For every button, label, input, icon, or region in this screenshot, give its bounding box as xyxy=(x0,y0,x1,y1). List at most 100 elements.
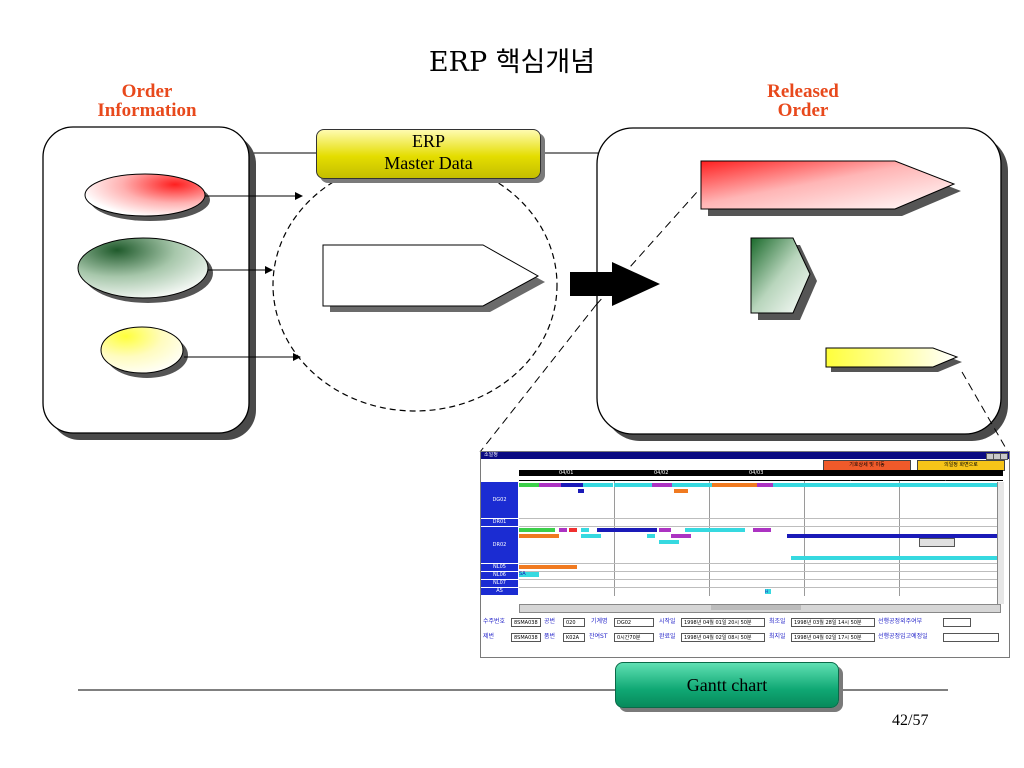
field-value[interactable] xyxy=(943,633,999,642)
field-label: 선행공정외주여부 xyxy=(878,618,923,625)
gantt-bar[interactable] xyxy=(519,483,539,487)
master-data-line2: Master Data xyxy=(384,153,473,173)
green-released-pentagon xyxy=(750,237,811,314)
gantt-gridline xyxy=(519,571,1003,572)
gantt-bar[interactable] xyxy=(659,540,679,544)
field-label: 수주번호 xyxy=(483,618,506,625)
green-order-ellipse xyxy=(77,237,209,299)
released-line2: Order xyxy=(777,100,829,121)
gantt-bar[interactable] xyxy=(787,534,1003,538)
order-info-line2: Information xyxy=(97,100,197,121)
field-label: 완료일 xyxy=(659,633,676,640)
gantt-bar[interactable] xyxy=(569,528,577,532)
gantt-window-title: 소일정 xyxy=(484,452,498,458)
gantt-chart-pill: Gantt chart xyxy=(615,662,839,708)
master-pentagon xyxy=(322,244,540,307)
field-value[interactable]: 1998년 04월 02일 08시 50분 xyxy=(681,633,765,642)
field-value[interactable]: 8SMA038 xyxy=(511,618,541,627)
field-value[interactable]: 8SMA038 xyxy=(511,633,541,642)
field-value[interactable]: K02A xyxy=(563,633,585,642)
red-released-pentagon xyxy=(700,160,956,210)
yellow-released-pentagon xyxy=(825,347,959,368)
field-value[interactable]: DG02 xyxy=(614,618,654,627)
gantt-bar[interactable] xyxy=(659,528,671,532)
field-label: 제번 xyxy=(483,633,495,640)
erp-master-data-pill: ERP Master Data xyxy=(316,129,541,179)
field-value[interactable]: 1998년 03월 28일 14시 50분 xyxy=(791,618,875,627)
gantt-row-label: NL05 xyxy=(481,564,518,572)
field-label: 잔여ST xyxy=(589,633,608,640)
gantt-bar[interactable]: H xyxy=(765,589,771,594)
field-label: 시작일 xyxy=(659,618,676,625)
gantt-row-label: NL07 xyxy=(481,580,518,588)
gantt-gridline xyxy=(519,579,1003,580)
field-label: 기계명 xyxy=(591,618,608,625)
gantt-bar[interactable] xyxy=(581,534,601,538)
gantt-bar[interactable] xyxy=(712,483,757,487)
field-value[interactable]: 1998년 04월 01일 20시 50분 xyxy=(681,618,765,627)
field-value[interactable]: 020 xyxy=(563,618,585,627)
gantt-bar[interactable] xyxy=(685,528,745,532)
red-order-ellipse xyxy=(84,173,206,217)
gantt-gridline xyxy=(709,481,710,596)
gantt-gridline xyxy=(519,563,1003,564)
released-order-label: Released Order xyxy=(733,82,873,120)
master-data-line1: ERP xyxy=(411,131,445,151)
gantt-bar[interactable] xyxy=(539,483,561,487)
field-label: 선행공정입고예정일 xyxy=(878,633,928,640)
field-value[interactable] xyxy=(943,618,971,627)
gantt-bar[interactable] xyxy=(672,483,712,487)
gantt-gridline xyxy=(899,481,900,596)
close-icon[interactable] xyxy=(1000,453,1008,460)
gantt-bar[interactable] xyxy=(519,565,577,569)
gantt-scroll-thumb[interactable] xyxy=(711,605,801,610)
gantt-gridline xyxy=(519,587,1003,588)
gantt-bar[interactable] xyxy=(581,528,589,532)
gantt-gridline xyxy=(519,518,1003,519)
gantt-date-2: 04/02 xyxy=(654,470,669,476)
gantt-titlebar: 소일정 xyxy=(481,452,1009,459)
gantt-bar[interactable] xyxy=(561,483,583,487)
gantt-bar[interactable] xyxy=(647,534,655,538)
gantt-bar[interactable] xyxy=(583,483,613,487)
gantt-bar[interactable] xyxy=(519,534,559,538)
slide-title: ERP 핵심개념 xyxy=(428,47,596,78)
gantt-bar[interactable] xyxy=(791,556,1003,560)
gantt-vertical-scrollbar[interactable] xyxy=(997,482,1004,604)
dashed-line-to-gantt-left xyxy=(479,304,597,453)
gantt-date-3: 04/03 xyxy=(749,470,764,476)
gantt-bar[interactable] xyxy=(753,528,771,532)
gantt-bar[interactable]: SA xyxy=(519,572,539,577)
gantt-gridline xyxy=(614,481,615,596)
field-label: 최조일 xyxy=(769,618,786,625)
gantt-bar[interactable] xyxy=(674,489,688,493)
gantt-row-label: DG02 xyxy=(481,482,518,519)
gantt-bar[interactable] xyxy=(671,534,691,538)
gantt-bar[interactable] xyxy=(614,483,652,487)
field-label: 최지일 xyxy=(769,633,786,640)
gantt-bar[interactable] xyxy=(597,528,657,532)
gantt-bar-label-box xyxy=(919,538,955,547)
field-value[interactable]: 1998년 04월 02일 17시 50분 xyxy=(791,633,875,642)
released-line1: Released xyxy=(767,81,839,102)
gantt-bar[interactable] xyxy=(652,483,672,487)
gantt-row-label: NL06 xyxy=(481,572,518,580)
field-label: 공번 xyxy=(544,618,556,625)
gantt-bar[interactable] xyxy=(559,528,567,532)
order-info-line1: Order xyxy=(121,81,173,102)
gantt-row-label: DR01 xyxy=(481,519,518,527)
gantt-row-label: AS xyxy=(481,588,518,596)
gantt-bar[interactable] xyxy=(578,489,584,493)
dashed-line-to-gantt-right xyxy=(961,371,1009,453)
field-label: 품번 xyxy=(544,633,556,640)
yellow-order-ellipse xyxy=(100,326,184,374)
gantt-gridline xyxy=(804,481,805,596)
gantt-bar[interactable] xyxy=(773,483,1003,487)
order-information-label: Order Information xyxy=(72,82,222,120)
field-value[interactable]: 0시간70분 xyxy=(614,633,654,642)
gantt-bar[interactable] xyxy=(519,528,555,532)
gantt-gridline xyxy=(519,526,1003,527)
page-number: 42/57 xyxy=(892,712,929,729)
gantt-bar[interactable] xyxy=(757,483,773,487)
